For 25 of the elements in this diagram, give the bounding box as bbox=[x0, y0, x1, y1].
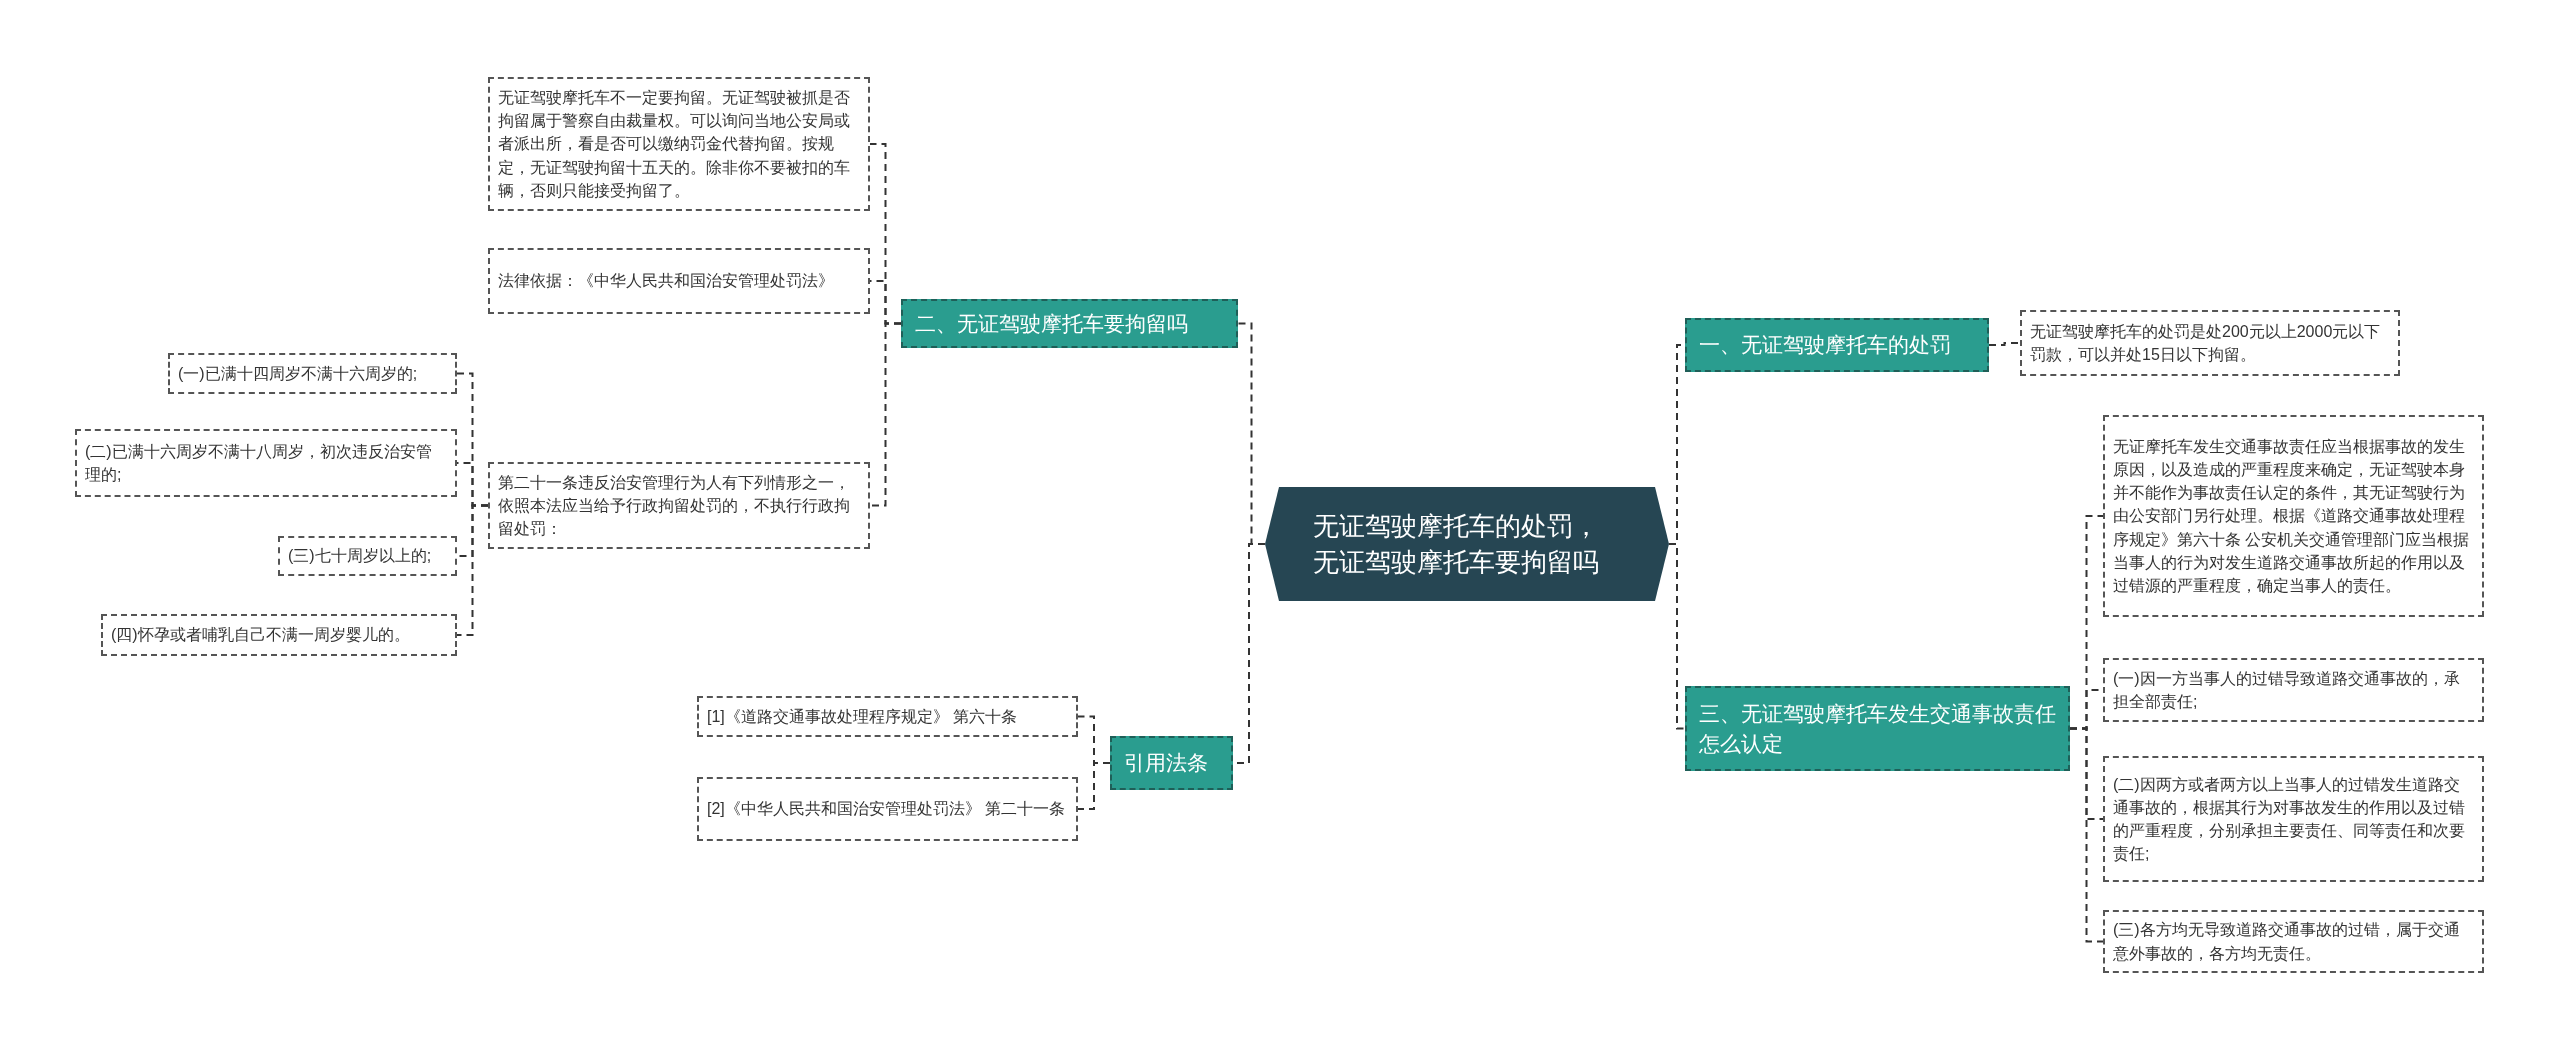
central-topic-hexagon: 无证驾驶摩托车的处罚，无证驾驶摩托车要拘留吗 bbox=[1265, 487, 1669, 601]
topic-box: 三、无证驾驶摩托车发生交通事故责任怎么认定 bbox=[1685, 686, 2070, 771]
note-box: 无证驾驶摩托车的处罚是处200元以上2000元以下罚款，可以并处15日以下拘留。 bbox=[2020, 310, 2400, 376]
note-box: (三)各方均无导致道路交通事故的过错，属于交通意外事故的，各方均无责任。 bbox=[2103, 910, 2484, 973]
connector-line bbox=[1077, 762, 1111, 810]
topic-box: 引用法条 bbox=[1110, 736, 1233, 790]
note-box: 法律依据：《中华人民共和国治安管理处罚法》 bbox=[488, 248, 870, 314]
note-box: (四)怀孕或者哺乳自己不满一周岁婴儿的。 bbox=[101, 614, 457, 656]
note-box: [2]《中华人民共和国治安管理处罚法》 第二十一条 bbox=[697, 777, 1078, 841]
note-box: (一)已满十四周岁不满十六周岁的; bbox=[168, 353, 457, 394]
note-box: (二)因两方或者两方以上当事人的过错发生道路交通事故的，根据其行为对事故发生的作用以及过错的严重程度，分别承担主要责任、同等责任和次要责任; bbox=[2103, 756, 2484, 882]
note-box: 无证驾驶摩托车不一定要拘留。无证驾驶被抓是否拘留属于警察自由裁量权。可以询问当地公安局或者派出所，看是否可以缴纳罚金代替拘留。按规定，无证驾驶拘留十五天的。除非你不要被扣的车辆，否则只能接受拘留了。 bbox=[488, 77, 870, 211]
note-box: (三)七十周岁以上的; bbox=[278, 536, 457, 576]
note-box: 无证摩托车发生交通事故责任应当根据事故的发生原因，以及造成的严重程度来确定，无证驾驶本身并不能作为事故责任认定的条件，其无证驾驶行为由公安部门另行处理。根据《道路交通事故处理程序规定》第六十条 公安机关交通管理部门应当根据当事人的行为对发生道路交通事故所起的作用以及过错源的严重程度，确定当事人的责任。 bbox=[2103, 415, 2484, 617]
topic-box: 一、无证驾驶摩托车的处罚 bbox=[1685, 318, 1989, 372]
note-box: (一)因一方当事人的过错导致道路交通事故的，承担全部责任; bbox=[2103, 658, 2484, 722]
connector-line bbox=[1988, 342, 2021, 346]
connector-line bbox=[2069, 727, 2104, 943]
connector-line bbox=[869, 322, 902, 507]
note-box: 第二十一条违反治安管理行为人有下列情形之一，依照本法应当给予行政拘留处罚的，不执行行政拘留处罚： bbox=[488, 462, 870, 549]
topic-box: 二、无证驾驶摩托车要拘留吗 bbox=[901, 299, 1238, 348]
connector-line bbox=[456, 504, 489, 636]
note-box: [1]《道路交通事故处理程序规定》 第六十条 bbox=[697, 696, 1078, 737]
note-box: (二)已满十六周岁不满十八周岁，初次违反治安管理的; bbox=[75, 429, 457, 497]
connector-line bbox=[1668, 543, 1686, 730]
